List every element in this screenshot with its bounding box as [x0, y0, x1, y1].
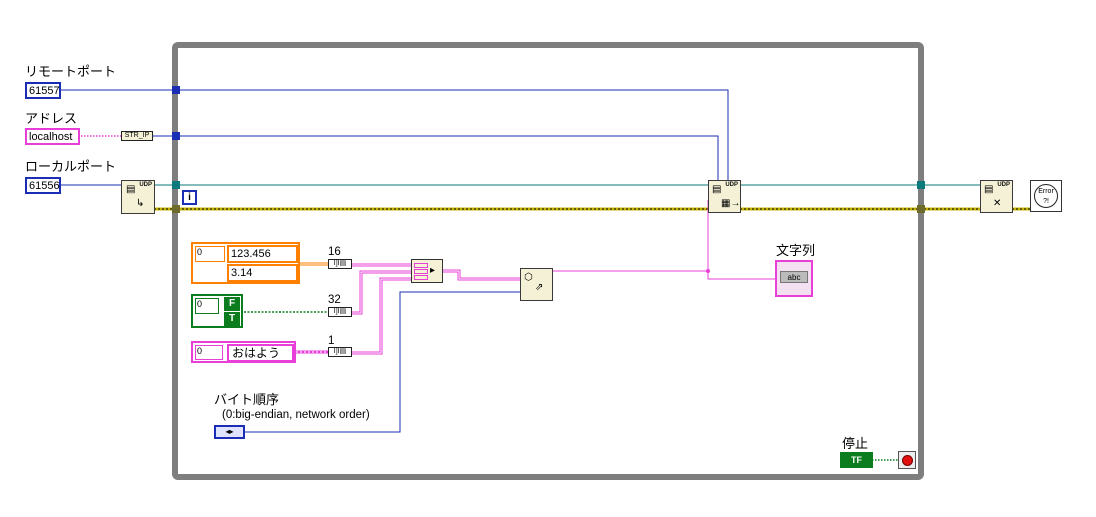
stop-label: 停止: [842, 436, 869, 451]
local-port-control[interactable]: 61556: [25, 177, 61, 194]
while-loop-border[interactable]: [172, 42, 924, 480]
loop-condition-terminal[interactable]: [898, 451, 916, 469]
str-array-element-1[interactable]: おはよう: [227, 344, 294, 362]
simple-error-handler-node[interactable]: Error?!: [1030, 180, 1062, 212]
wire-cast32-out[interactable]: [352, 270, 412, 315]
build-array-input-2: [414, 269, 428, 274]
string-to-ip-node[interactable]: STR_IP: [121, 131, 153, 141]
wire-string-to-indicator[interactable]: [707, 271, 778, 280]
udp-open-tag: UDP: [139, 182, 152, 188]
byte-order-label: バイト順序: [214, 392, 280, 407]
cast16-label: 16: [328, 246, 341, 258]
wire-byte-order[interactable]: [244, 291, 520, 433]
cast16-node[interactable]: I]I▤: [328, 259, 352, 269]
dbl-array-element-2[interactable]: 3.14: [227, 264, 298, 282]
write-arrow-icon: ▦→: [721, 198, 741, 209]
network-computer-icon: ▤: [126, 184, 136, 195]
error-icon-text: Error: [1038, 188, 1054, 195]
udp-close-tag: UDP: [997, 182, 1010, 188]
network-computer-icon-2: ▤: [712, 184, 722, 195]
wire-flattened-string[interactable]: [552, 200, 709, 272]
address-label: アドレス: [25, 111, 78, 126]
wire-junction: [706, 269, 710, 273]
cast1-node[interactable]: I]I▤: [328, 347, 352, 357]
build-array-input-3: [414, 275, 428, 280]
byte-order-sublabel: (0:big-endian, network order): [222, 409, 370, 421]
build-array-node[interactable]: ▸: [411, 259, 443, 283]
dbl-array-constant[interactable]: 0 123.456 3.14: [191, 242, 300, 284]
byte-order-enum-constant[interactable]: ◂▸: [214, 425, 245, 439]
build-array-arrow-icon: ▸: [430, 265, 436, 276]
bool-array-index[interactable]: 0: [195, 298, 219, 314]
wire-build-array-out[interactable]: [442, 269, 520, 281]
remote-port-control[interactable]: 61557: [25, 82, 61, 99]
stop-if-true-icon: [902, 455, 913, 466]
build-array-input-1: [414, 263, 428, 268]
flatten-to-string-node[interactable]: ⬡ ⇗: [520, 268, 553, 301]
string-indicator-terminal[interactable]: abc: [775, 260, 813, 297]
udp-open-node[interactable]: UDP ▤ ↳: [121, 180, 155, 214]
cast32-node[interactable]: I]I▤: [328, 307, 352, 317]
tunnel-remote-port[interactable]: [172, 86, 180, 94]
open-arrow-icon: ↳: [136, 198, 145, 209]
tunnel-address[interactable]: [172, 132, 180, 140]
wire-cast1-out[interactable]: [352, 277, 412, 355]
tunnel-refnum-out[interactable]: [917, 181, 925, 189]
tunnel-refnum-in[interactable]: [172, 181, 180, 189]
string-indicator-label: 文字列: [776, 243, 816, 258]
cast1-label: 1: [328, 335, 335, 347]
close-x-icon: ✕: [993, 198, 1002, 209]
udp-write-tag: UDP: [725, 182, 738, 188]
dbl-array-index[interactable]: 0: [195, 246, 225, 262]
string-indicator-tag: abc: [780, 271, 808, 283]
dbl-array-element-1[interactable]: 123.456: [227, 245, 298, 263]
udp-write-node[interactable]: UDP ▤ ▦→: [708, 180, 741, 213]
str-array-index[interactable]: 0: [195, 345, 223, 360]
loop-iteration-terminal[interactable]: i: [182, 190, 197, 205]
bool-array-constant[interactable]: 0 F T: [191, 294, 243, 328]
network-computer-icon-3: ▤: [984, 184, 994, 195]
str-array-constant[interactable]: 0 おはよう: [191, 341, 296, 363]
stop-control[interactable]: TF: [840, 452, 873, 468]
wire-address-ip[interactable]: [152, 135, 719, 182]
bool-array-element-2[interactable]: T: [224, 312, 240, 326]
wire-cast16-out[interactable]: [352, 263, 412, 267]
remote-port-label: リモートポート: [25, 64, 117, 79]
tunnel-error-out[interactable]: [917, 205, 925, 213]
address-control[interactable]: localhost: [25, 128, 80, 145]
udp-close-node[interactable]: UDP ▤ ✕: [980, 180, 1013, 213]
tunnel-error-in[interactable]: [172, 205, 180, 213]
bool-array-element-1[interactable]: F: [224, 297, 240, 311]
cast32-label: 32: [328, 294, 341, 306]
local-port-label: ローカルポート: [25, 159, 117, 174]
wire-remote-port[interactable]: [60, 89, 729, 182]
flatten-arrow-icon: ⇗: [535, 282, 544, 293]
error-bubble-icon: Error?!: [1034, 184, 1058, 208]
cube-icon: ⬡: [524, 272, 533, 283]
